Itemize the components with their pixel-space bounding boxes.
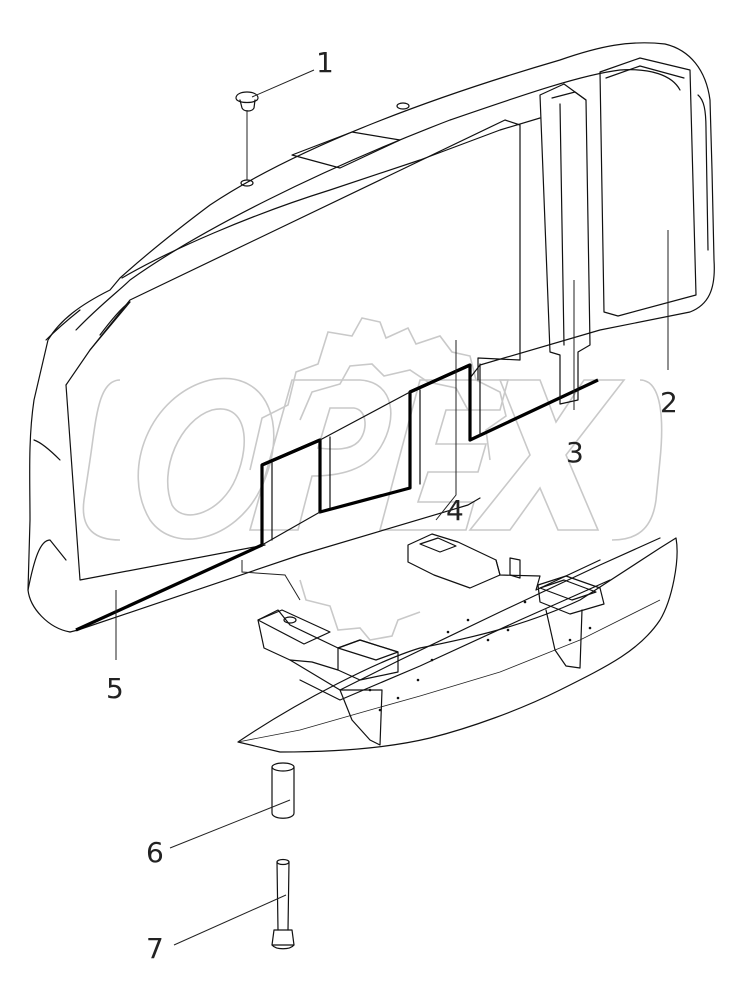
callout-3: 3: [566, 436, 584, 469]
callout-5: 5: [106, 672, 124, 705]
top-hole-right: [396, 102, 410, 110]
label-plate: [291, 131, 401, 169]
callout-4: 4: [446, 494, 464, 527]
bolt: [271, 858, 295, 950]
mount-pad-left: [257, 609, 331, 645]
side-pad: [599, 57, 697, 317]
callout-6: 6: [146, 836, 164, 869]
callout-2: 2: [660, 386, 678, 419]
watermark-letters: [82, 377, 663, 541]
frame-rivets: [368, 600, 592, 712]
counterweight-body: [27, 42, 715, 633]
watermark-gear: [249, 317, 507, 641]
cap-plug: [235, 91, 259, 180]
vertical-rib: [539, 83, 591, 405]
watermark-logo: [82, 317, 663, 641]
callout-7: 7: [146, 932, 164, 965]
leader-lines: [115, 69, 669, 946]
callout-labels: 1 2 3 4 5 6 7: [106, 46, 678, 965]
spacer-sleeve: [271, 762, 295, 819]
frame-assembly: [237, 533, 678, 753]
callout-1: 1: [316, 46, 334, 79]
